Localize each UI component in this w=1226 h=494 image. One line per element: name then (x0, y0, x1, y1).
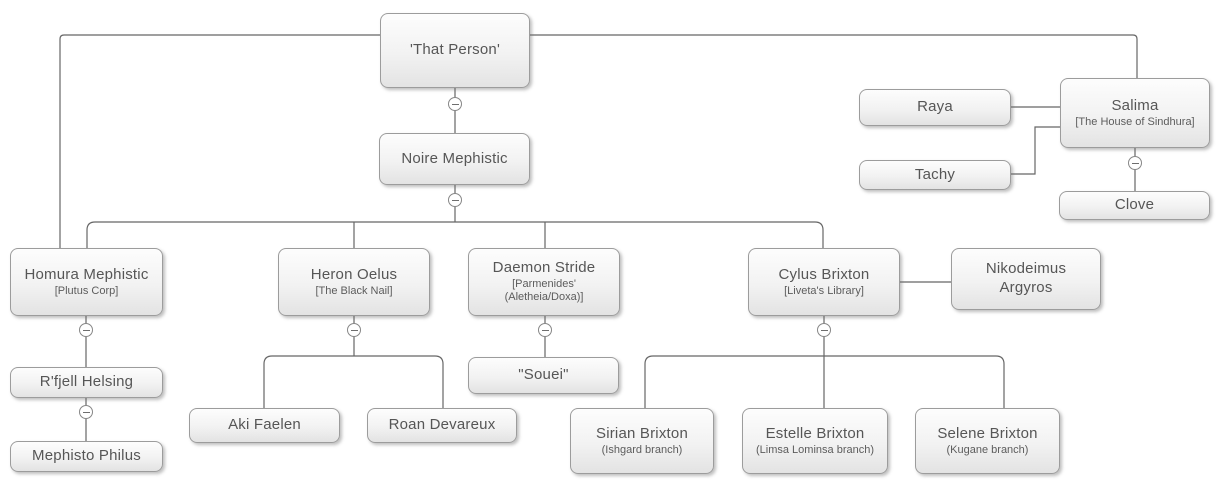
minus-icon (82, 329, 90, 331)
node-label: Raya (917, 98, 953, 116)
node-label: Sirian Brixton (595, 424, 688, 442)
node-label: Heron Oelus (310, 265, 398, 283)
node-subtitle: [The House of Sindhura] (1075, 115, 1195, 128)
node-label: Noire Mephistic (401, 149, 508, 167)
node-label: Salima (1111, 96, 1159, 114)
node-label: Selene Brixton (937, 424, 1038, 442)
node-rfjell-helsing[interactable]: R'fjell Helsing (10, 367, 163, 398)
collapse-toggle-homura-mephistic[interactable] (79, 323, 93, 337)
node-label: Roan Devareux (388, 416, 496, 434)
node-roan-devareux[interactable]: Roan Devareux (367, 408, 517, 443)
node-that-person[interactable]: 'That Person' (380, 13, 530, 88)
collapse-toggle-cylus-brixton[interactable] (817, 323, 831, 337)
node-selene-brixton[interactable]: Selene Brixton (Kugane branch) (915, 408, 1060, 474)
node-subtitle: [Liveta's Library] (784, 284, 864, 297)
node-label: R'fjell Helsing (39, 373, 134, 391)
minus-icon (451, 199, 459, 201)
node-nikodeimus-argyros[interactable]: Nikodeimus Argyros (951, 248, 1101, 310)
node-raya[interactable]: Raya (859, 89, 1011, 126)
minus-icon (541, 329, 549, 331)
node-heron-oelus[interactable]: Heron Oelus [The Black Nail] (278, 248, 430, 316)
node-souei[interactable]: "Souei" (468, 357, 619, 394)
node-label: "Souei" (518, 366, 569, 384)
node-noire-mephistic[interactable]: Noire Mephistic (379, 133, 530, 185)
node-label: Nikodeimus Argyros (985, 260, 1067, 296)
node-mephisto-philus[interactable]: Mephisto Philus (10, 441, 163, 472)
node-subtitle: (Kugane branch) (946, 443, 1029, 456)
node-homura-mephistic[interactable]: Homura Mephistic [Plutus Corp] (10, 248, 163, 316)
node-label: 'That Person' (409, 41, 501, 59)
minus-icon (82, 411, 90, 413)
node-sirian-brixton[interactable]: Sirian Brixton (Ishgard branch) (570, 408, 714, 474)
node-tachy[interactable]: Tachy (859, 160, 1011, 190)
node-label: Cylus Brixton (778, 265, 870, 283)
collapse-toggle-daemon-stride[interactable] (538, 323, 552, 337)
node-subtitle: (Aletheia/Doxa)] (504, 291, 584, 304)
collapse-toggle-noire-mephistic[interactable] (448, 193, 462, 207)
node-daemon-stride[interactable]: Daemon Stride [Parmenides' (Aletheia/Dox… (468, 248, 620, 316)
node-label: Mephisto Philus (32, 447, 141, 465)
node-clove[interactable]: Clove (1059, 191, 1210, 220)
node-cylus-brixton[interactable]: Cylus Brixton [Liveta's Library] (748, 248, 900, 316)
node-subtitle: (Ishgard branch) (601, 443, 683, 456)
collapse-toggle-heron-oelus[interactable] (347, 323, 361, 337)
node-estelle-brixton[interactable]: Estelle Brixton (Limsa Lominsa branch) (742, 408, 888, 474)
node-label: Daemon Stride (492, 258, 596, 276)
node-label: Homura Mephistic (24, 265, 149, 283)
minus-icon (1131, 162, 1139, 164)
node-salima[interactable]: Salima [The House of Sindhura] (1060, 78, 1210, 148)
node-label: Clove (1114, 196, 1155, 214)
collapse-toggle-rfjell-helsing[interactable] (79, 405, 93, 419)
node-label: Estelle Brixton (765, 424, 865, 442)
node-label: Tachy (914, 165, 956, 183)
minus-icon (350, 329, 358, 331)
node-aki-faelen[interactable]: Aki Faelen (189, 408, 340, 443)
minus-icon (820, 329, 828, 331)
minus-icon (451, 103, 459, 105)
node-subtitle: [The Black Nail] (315, 284, 393, 297)
node-subtitle: [Plutus Corp] (54, 284, 119, 297)
collapse-toggle-that-person[interactable] (448, 97, 462, 111)
node-label: Aki Faelen (228, 416, 301, 434)
node-subtitle: [Parmenides' (512, 277, 576, 290)
collapse-toggle-salima[interactable] (1128, 156, 1142, 170)
node-subtitle: (Limsa Lominsa branch) (756, 443, 874, 456)
